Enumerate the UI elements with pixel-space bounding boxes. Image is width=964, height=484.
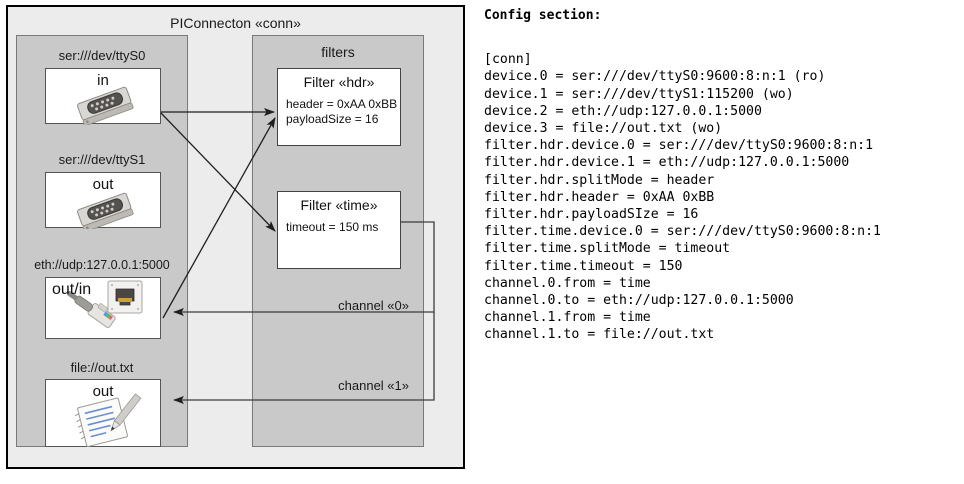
config-section-text: [conn] device.0 = ser:///dev/ttyS0:9600:…: [484, 52, 881, 343]
filter-box-hdr[interactable]: Filter «hdr» header = 0xAA 0xBB payloadS…: [277, 68, 401, 146]
devices-panel: ser:///dev/ttyS0 in: [16, 35, 188, 447]
filter-title: Filter «time»: [300, 197, 378, 213]
architecture-diagram: PIConnecton «conn» ser:///dev/ttyS0 in: [0, 0, 478, 484]
filter-properties: header = 0xAA 0xBB payloadSize = 16: [286, 97, 398, 126]
filter-title: Filter «hdr»: [303, 74, 375, 90]
notepad-icon: [74, 393, 142, 447]
device-card-caption: out: [92, 176, 114, 193]
serial-port-icon: [77, 192, 134, 229]
config-section: Config section: [conn] device.0 = ser://…: [480, 0, 964, 484]
config-section-heading: Config section:: [484, 8, 602, 23]
filter-box-time[interactable]: Filter «time» timeout = 150 ms: [277, 191, 401, 269]
device-card-caption: out: [92, 383, 114, 400]
device-card-caption: out/in: [52, 281, 92, 298]
filters-panel: filters Filter «hdr» header = 0xAA 0xBB …: [252, 35, 424, 447]
device-card-file[interactable]: out: [45, 379, 161, 447]
device-card-ttyS1[interactable]: out: [45, 172, 161, 229]
device-label-ttyS0: ser:///dev/ttyS0: [58, 48, 146, 63]
device-label-file: file://out.txt: [70, 360, 134, 375]
channel-label-1: channel «1»: [338, 378, 409, 393]
filters-panel-title: filters: [321, 44, 355, 60]
diagram-title: PIConnecton «conn»: [170, 15, 301, 31]
device-label-eth: eth://udp:127.0.0.1:5000: [34, 258, 170, 272]
device-card-eth[interactable]: out/in: [45, 277, 161, 339]
device-card-caption: in: [97, 72, 109, 89]
channel-label-0: channel «0»: [338, 298, 409, 313]
device-label-ttyS1: ser:///dev/ttyS1: [58, 152, 146, 167]
serial-port-icon: [77, 86, 134, 125]
device-card-ttyS0[interactable]: in: [45, 68, 161, 125]
ethernet-icon: [67, 280, 143, 329]
filter-properties: timeout = 150 ms: [286, 220, 379, 234]
